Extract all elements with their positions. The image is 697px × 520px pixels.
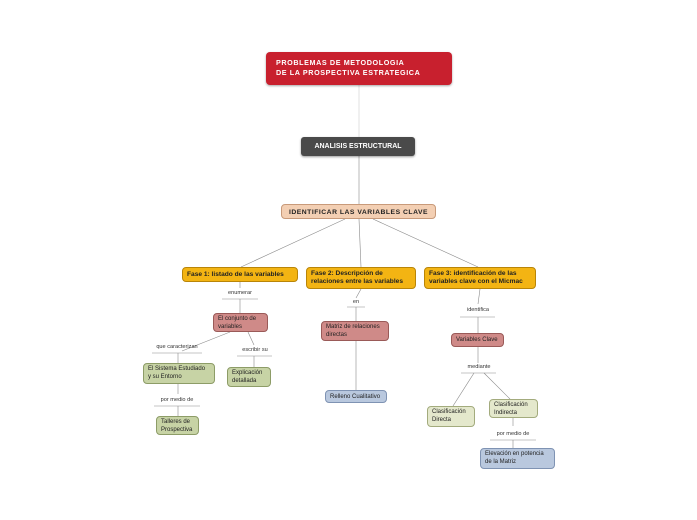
identificar-variables-label: IDENTIFICAR LAS VARIABLES CLAVE [288,209,429,216]
identificar-variables-node[interactable]: IDENTIFICAR LAS VARIABLES CLAVE [281,204,436,219]
root-topic[interactable]: PROBLEMAS DE METODOLOGIA DE LA PROSPECTI… [266,52,452,85]
fase3-node[interactable]: Fase 3: identificación de las variables … [424,267,536,289]
elevacion-potencia-label: Elevación en potencia de la Matriz [485,451,544,465]
fase1-node[interactable]: Fase 1: listado de las variables [182,267,298,282]
conjunto-variables-label: El conjunto de variables [218,316,257,330]
root-topic-text: PROBLEMAS DE METODOLOGIA DE LA PROSPECTI… [276,58,421,77]
fase2-label: Fase 2: Descripción de relaciones entre … [311,270,404,285]
link-en: en [352,299,360,305]
variables-clave-label: Variables Clave [456,337,498,343]
talleres-prospectiva-label: Talleres de Prospectiva [161,419,193,433]
sistema-estudiado-label: El Sistema Estudiado y su Entorno [148,366,206,380]
link-por-medio-fase1: por medio de [160,397,194,403]
edge-identificar-fase2 [358,218,362,268]
fase3-label: Fase 3: identificación de las variables … [429,270,523,285]
conjunto-variables-node[interactable]: El conjunto de variables [213,313,268,332]
edge-identificar-fase1 [240,218,346,268]
clasificacion-directa-node[interactable]: Clasificación Directa [427,406,475,427]
explicacion-detallada-label: Explicación detallada [232,370,263,384]
edge-identificar-fase3 [372,218,479,268]
relleno-cualitativo-node[interactable]: Relleno Cualitativo [325,390,387,403]
link-enumerar: enumerar [228,290,252,296]
elevacion-potencia-node[interactable]: Elevación en potencia de la Matriz [480,448,555,469]
sistema-estudiado-node[interactable]: El Sistema Estudiado y su Entorno [143,363,215,384]
fase1-label: Fase 1: listado de las variables [187,271,284,278]
link-caracterizan: que caracterizan [156,344,198,350]
link-mediante: mediante [467,364,491,370]
link-escribir: escribir su [242,347,268,353]
analisis-estructural-label: ANALISIS ESTRUCTURAL [314,143,402,150]
fase2-node[interactable]: Fase 2: Descripción de relaciones entre … [306,267,416,289]
matriz-relaciones-node[interactable]: Matriz de relaciones directas [321,321,389,341]
relleno-cualitativo-label: Relleno Cualitativo [330,394,381,400]
matriz-relaciones-label: Matriz de relaciones directas [326,324,380,338]
link-por-medio-fase3: por medio de [496,431,530,437]
talleres-prospectiva-node[interactable]: Talleres de Prospectiva [156,416,199,435]
explicacion-detallada-node[interactable]: Explicación detallada [227,367,271,387]
variables-clave-node[interactable]: Variables Clave [451,333,504,347]
clasificacion-directa-label: Clasificación Directa [432,409,466,423]
clasificacion-indirecta-node[interactable]: Clasificación Indirecta [489,399,538,418]
link-identifica: identifica [466,307,490,313]
analisis-estructural-node[interactable]: ANALISIS ESTRUCTURAL [301,137,415,156]
clasificacion-indirecta-label: Clasificación Indirecta [494,402,528,416]
